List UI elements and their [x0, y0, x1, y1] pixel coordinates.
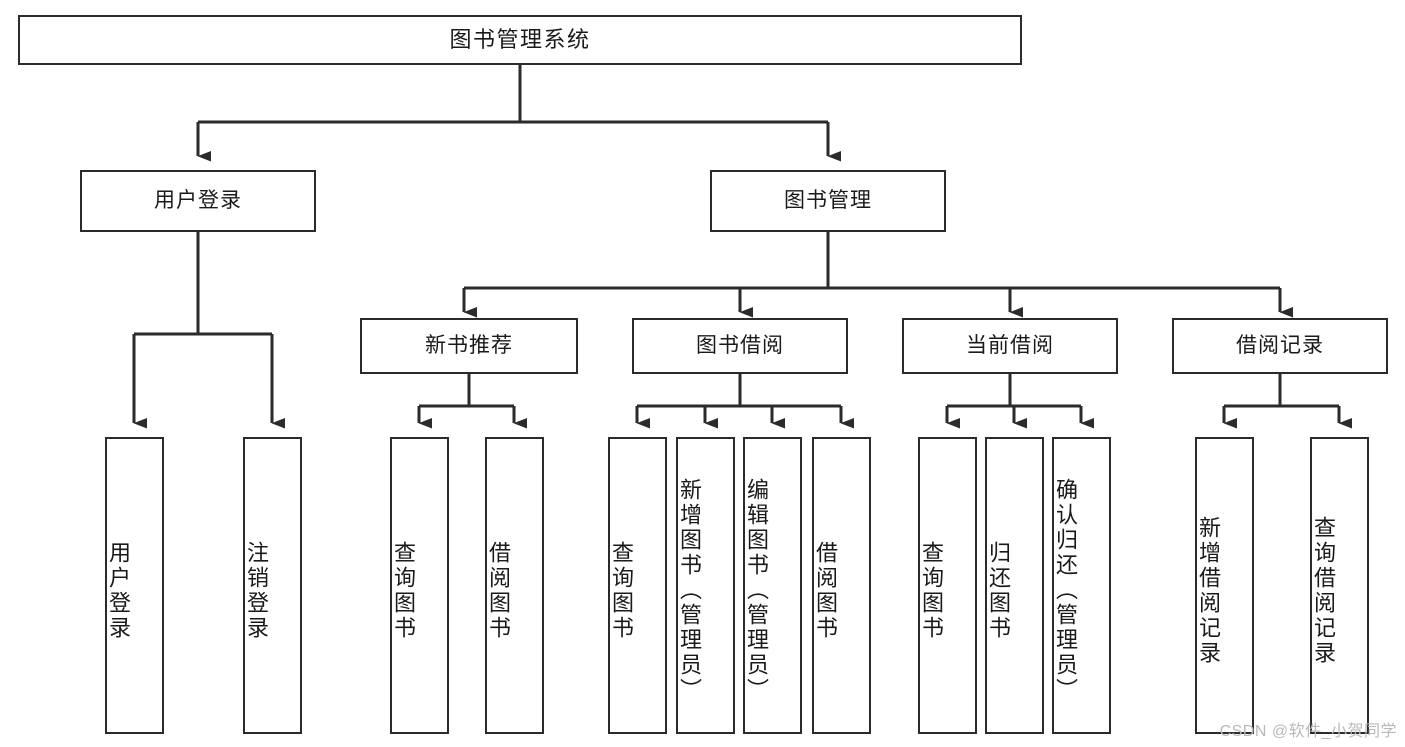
leaf-user-login[interactable]: 用户登录 — [105, 437, 164, 734]
leaf-query-book-recommend[interactable]: 查询图书 — [390, 437, 449, 734]
node-current-borrow[interactable]: 当前借阅 — [902, 318, 1118, 374]
node-user-login[interactable]: 用户登录 — [80, 170, 316, 232]
node-label: 图书管理 — [784, 188, 872, 212]
node-label: 用户登录 — [154, 188, 242, 212]
leaf-edit-book-admin[interactable]: 编辑图书（管理员） — [743, 437, 802, 734]
node-label: 新增借阅记录 — [1196, 515, 1221, 666]
node-label: 归还图书 — [986, 540, 1011, 641]
node-label: 注销登录 — [244, 540, 269, 641]
node-new-book-recommend[interactable]: 新书推荐 — [360, 318, 578, 374]
leaf-add-borrow-record[interactable]: 新增借阅记录 — [1195, 437, 1254, 734]
leaf-confirm-return-admin[interactable]: 确认归还（管理员） — [1052, 437, 1111, 734]
leaf-query-book-current[interactable]: 查询图书 — [918, 437, 977, 734]
node-label: 查询图书 — [391, 540, 416, 641]
node-label: 查询借阅记录 — [1311, 515, 1336, 666]
node-label: 当前借阅 — [966, 333, 1054, 357]
node-label: 编辑图书（管理员） — [744, 478, 769, 703]
node-book-management[interactable]: 图书管理 — [710, 170, 946, 232]
leaf-add-book-admin[interactable]: 新增图书（管理员） — [676, 437, 735, 734]
leaf-return-book[interactable]: 归还图书 — [985, 437, 1044, 734]
node-label: 用户登录 — [106, 540, 131, 641]
node-root-book-management-system[interactable]: 图书管理系统 — [18, 15, 1022, 65]
node-label: 借阅图书 — [486, 540, 511, 641]
node-label: 图书借阅 — [696, 333, 784, 357]
node-label: 图书管理系统 — [449, 27, 591, 53]
node-label: 新增图书（管理员） — [677, 478, 702, 703]
leaf-logout-login[interactable]: 注销登录 — [243, 437, 302, 734]
node-label: 查询图书 — [919, 540, 944, 641]
csdn-watermark: CSDN @软件_小贺同学 — [1219, 723, 1397, 740]
node-label: 借阅记录 — [1236, 333, 1324, 357]
leaf-borrow-book-recommend[interactable]: 借阅图书 — [485, 437, 544, 734]
leaf-borrow-book[interactable]: 借阅图书 — [812, 437, 871, 734]
leaf-query-borrow-record[interactable]: 查询借阅记录 — [1310, 437, 1369, 734]
leaf-query-book-borrow[interactable]: 查询图书 — [608, 437, 667, 734]
node-label: 借阅图书 — [813, 540, 838, 641]
node-label: 查询图书 — [609, 540, 634, 641]
node-borrow-record[interactable]: 借阅记录 — [1172, 318, 1388, 374]
node-label: 确认归还（管理员） — [1053, 478, 1078, 703]
node-book-borrow[interactable]: 图书借阅 — [632, 318, 848, 374]
node-label: 新书推荐 — [425, 333, 513, 357]
